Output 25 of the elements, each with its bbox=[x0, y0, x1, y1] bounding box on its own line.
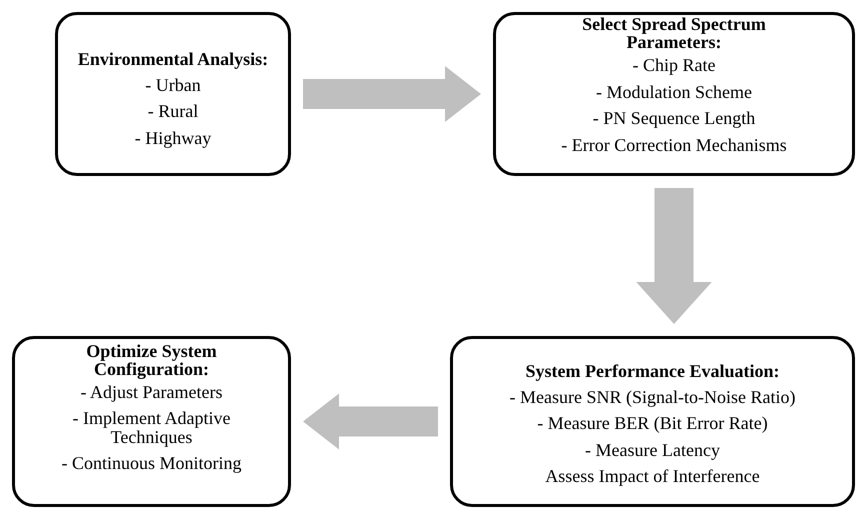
list-item: - Adjust Parameters bbox=[80, 382, 222, 404]
list-item: - PN Sequence Length bbox=[592, 108, 756, 130]
list-item: - Chip Rate bbox=[632, 55, 716, 77]
rounded-box bbox=[493, 12, 855, 176]
box-heading: Select Spread Spectrum Parameters: bbox=[581, 15, 767, 51]
box-heading: System Performance Evaluation: bbox=[526, 361, 780, 383]
rounded-box bbox=[12, 336, 291, 507]
block-arrow bbox=[636, 188, 712, 324]
list-item: - Measure BER (Bit Error Rate) bbox=[537, 413, 768, 435]
box-heading: Optimize System Configuration: bbox=[85, 342, 218, 378]
list-item: - Rural bbox=[148, 101, 198, 123]
list-item: - Highway bbox=[134, 128, 212, 150]
block-arrow bbox=[303, 394, 438, 450]
rounded-box bbox=[450, 336, 855, 507]
list-item: - Implement Adaptive Techniques bbox=[72, 408, 232, 448]
list-item: - Continuous Monitoring bbox=[61, 453, 242, 475]
box-heading: Environmental Analysis: bbox=[78, 49, 268, 71]
list-item: - Urban bbox=[145, 74, 201, 96]
list-item: - Measure SNR (Signal-to-Noise Ratio) bbox=[510, 386, 796, 408]
list-item: Assess Impact of Interference bbox=[545, 466, 760, 488]
block-arrow bbox=[303, 66, 481, 122]
rounded-box bbox=[55, 12, 291, 176]
list-item: - Measure Latency bbox=[585, 440, 720, 462]
list-item: - Error Correction Mechanisms bbox=[561, 134, 787, 156]
list-item: - Modulation Scheme bbox=[596, 82, 752, 104]
